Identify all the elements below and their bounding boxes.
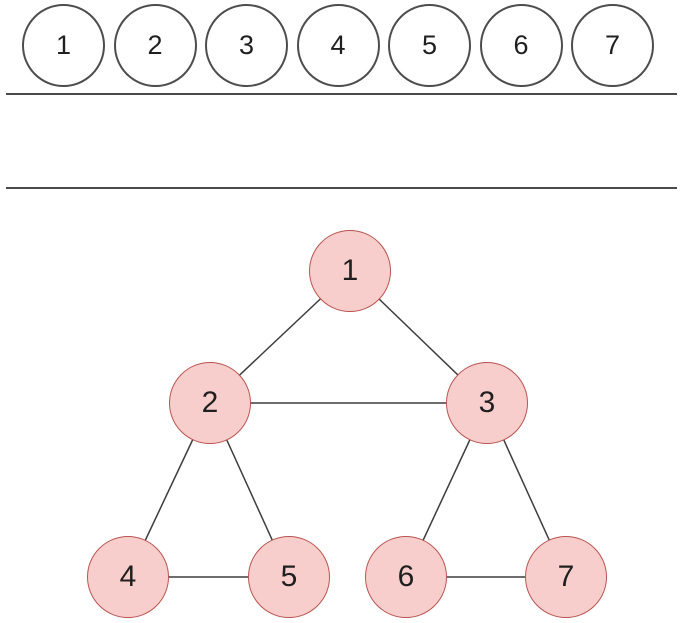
graph-node-1: 1 — [309, 230, 391, 312]
graph-node-3: 3 — [446, 362, 528, 444]
divider-bottom — [6, 187, 677, 189]
number-token-3[interactable]: 3 — [205, 4, 288, 87]
graph-node-5: 5 — [248, 536, 330, 618]
divider-top — [6, 93, 677, 95]
graph-node-4: 4 — [87, 536, 169, 618]
graph-node-6: 6 — [365, 536, 447, 618]
number-token-4[interactable]: 4 — [296, 4, 380, 87]
number-token-5[interactable]: 5 — [388, 4, 471, 87]
graph-node-2: 2 — [169, 362, 251, 444]
number-token-7[interactable]: 7 — [571, 4, 654, 87]
number-token-2[interactable]: 2 — [113, 4, 197, 87]
number-token-6[interactable]: 6 — [479, 4, 563, 87]
number-token-1[interactable]: 1 — [22, 4, 105, 87]
graph-node-7: 7 — [525, 536, 607, 618]
